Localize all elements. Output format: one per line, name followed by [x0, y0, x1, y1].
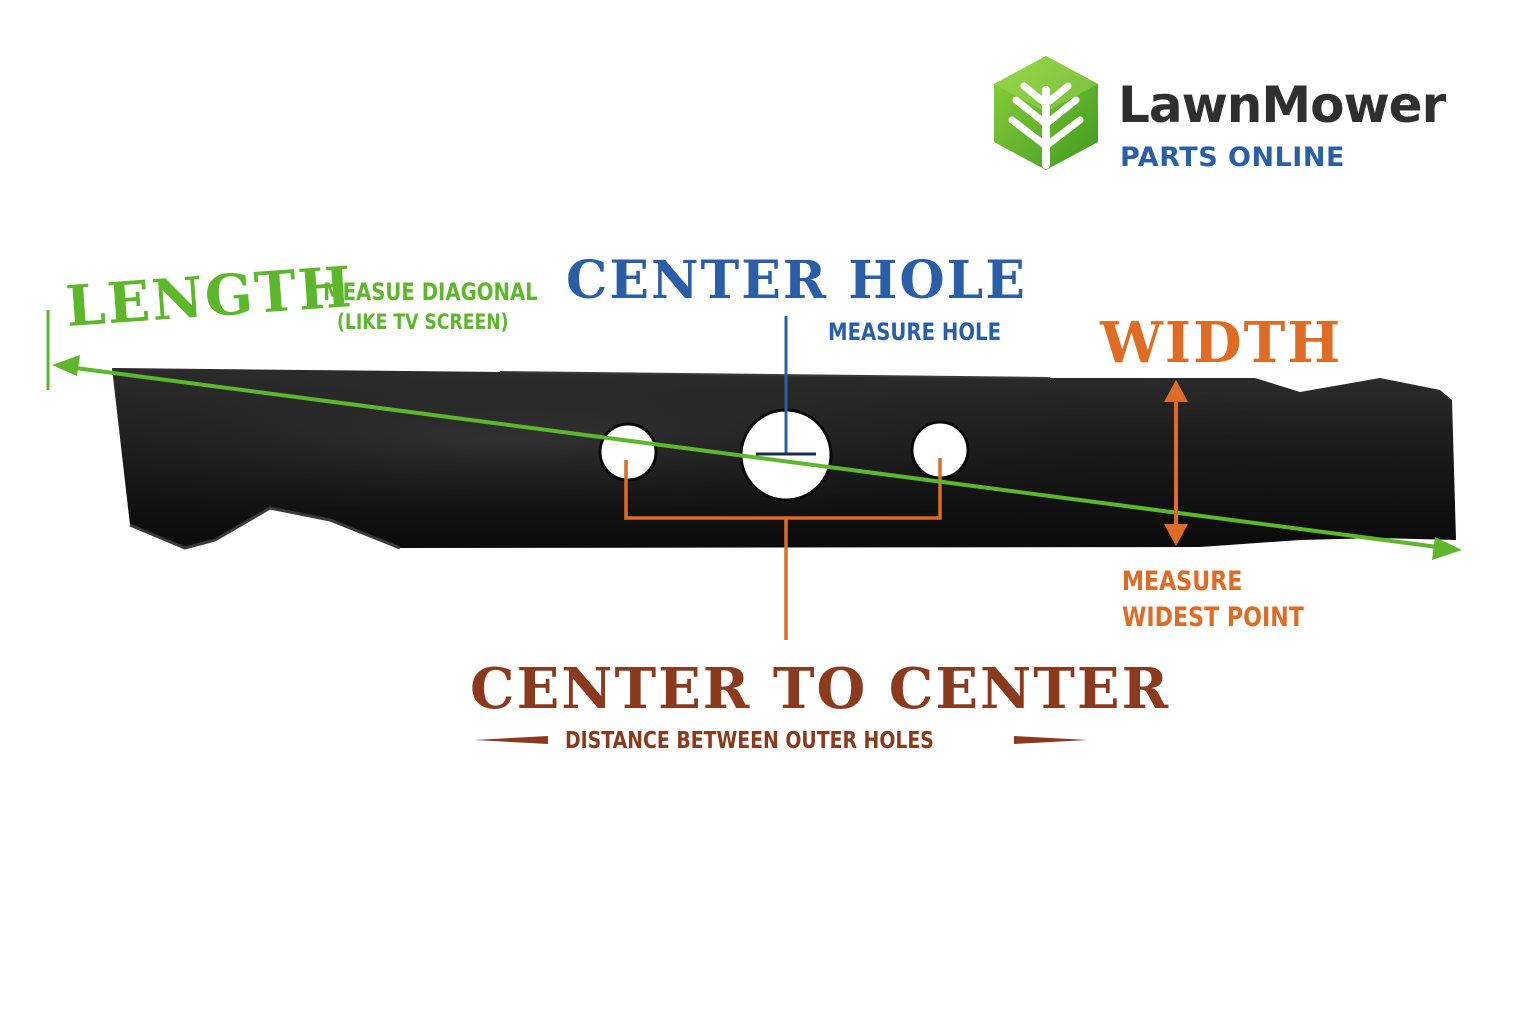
center-to-center-note: DISTANCE BETWEEN OUTER HOLES [565, 728, 934, 754]
center-to-center-title: CENTER TO CENTER [470, 656, 1171, 722]
center-to-center-dashes [474, 736, 1088, 744]
mower-blade [112, 368, 1456, 550]
length-arrow [46, 310, 1462, 560]
center-to-center-bracket [624, 458, 942, 640]
width-note-line2: WIDEST POINT [1122, 602, 1304, 633]
leaf-hexagon-icon [994, 56, 1098, 170]
length-note-line1: MEASUE DIAGONAL [323, 278, 538, 306]
width-note-line1: MEASURE [1122, 566, 1243, 597]
width-title: WIDTH [1100, 310, 1343, 376]
left-outer-hole [598, 422, 658, 482]
center-hole-measure-line [756, 316, 816, 456]
logo-wordmark: LawnMower [1118, 76, 1446, 134]
logo-tagline: PARTS ONLINE [1120, 142, 1345, 173]
width-arrow [1164, 380, 1188, 546]
center-hole-note: MEASURE HOLE [828, 318, 1002, 346]
length-note-line2: (LIKE TV SCREEN) [337, 310, 509, 334]
center-hole-title: CENTER HOLE [566, 250, 1027, 311]
